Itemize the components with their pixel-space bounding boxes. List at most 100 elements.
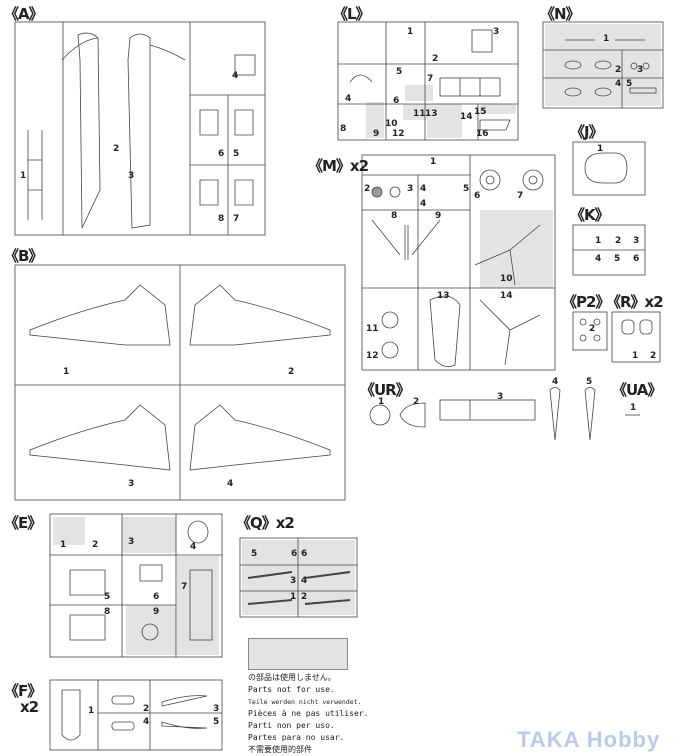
part-number-B: 1 [63, 367, 70, 377]
sprue-P2-label: 《P2》 [562, 293, 610, 311]
part-number-M: 2 [364, 184, 371, 194]
part-number-K: 1 [595, 236, 602, 246]
part-number-L: 5 [396, 67, 403, 77]
sprue-N-label: 《N》 [540, 5, 581, 23]
part-number-F: 3 [213, 704, 220, 714]
part-number-M: 13 [437, 291, 450, 301]
sprue-M-frame [361, 154, 556, 371]
part-number-L: 6 [393, 96, 400, 106]
part-number-M: 8 [391, 211, 398, 221]
part-number-A: 6 [218, 149, 225, 159]
part-number-A: 2 [113, 144, 120, 154]
part-number-K: 3 [633, 236, 640, 246]
part-number-M: 7 [517, 191, 524, 201]
part-number-L: 14 [460, 112, 473, 122]
part-number-M: 3 [407, 184, 414, 194]
sprue-L-label: 《L》 [333, 5, 371, 23]
sprue-E-label: 《E》 [4, 514, 42, 532]
part-number-K: 5 [614, 254, 621, 264]
part-number-K: 4 [595, 254, 602, 264]
part-number-E: 1 [60, 540, 67, 550]
part-number-M: 4 [420, 184, 427, 194]
unused-areas [53, 24, 661, 655]
part-number-M: 11 [366, 324, 379, 334]
sprue-R-label: 《R》x2 [606, 293, 664, 311]
part-number-N: 2 [615, 65, 622, 75]
part-number-B: 4 [227, 479, 234, 489]
part-number-L: 11 [413, 109, 426, 119]
part-number-E: 3 [128, 537, 135, 547]
sprue-UA-label: 《UA》 [612, 381, 662, 399]
part-number-E: 9 [153, 607, 160, 617]
legend-zh: 不需要使用的部件 [248, 745, 312, 754]
part-number-F: 2 [143, 704, 150, 714]
part-number-M: 9 [435, 211, 442, 221]
part-number-E: 4 [190, 542, 197, 552]
legend-it: Parti non per uso. [248, 721, 335, 730]
part-number-L: 7 [427, 74, 434, 84]
part-number-M: 4 [420, 199, 427, 209]
part-number-A: 7 [233, 214, 240, 224]
part-number-L: 3 [493, 27, 500, 37]
part-number-L: 12 [392, 129, 405, 139]
part-number-N: 1 [603, 34, 610, 44]
part-number-M: 1 [430, 157, 437, 167]
part-number-L: 2 [432, 54, 439, 64]
legend-fr: Pièces à ne pas utiliser. [248, 709, 369, 718]
part-number-F: 5 [213, 717, 220, 727]
unused-parts-legend: の部品は使用しません。 Parts not for use. Teile wer… [248, 672, 368, 756]
sprue-Q-frame [239, 537, 358, 618]
sprue-E-frame [49, 513, 223, 658]
part-number-J: 1 [597, 144, 604, 154]
part-number-L: 10 [385, 119, 398, 129]
part-number-L: 8 [340, 124, 347, 134]
sprue-F-qty: x2 [20, 698, 39, 716]
sprue-UR-label: 《UR》 [360, 381, 411, 399]
legend-en: Parts not for use. [248, 685, 335, 694]
part-number-M: 5 [463, 184, 470, 194]
part-number-UR: 4 [552, 377, 559, 387]
part-number-K: 6 [633, 254, 640, 264]
part-number-N: 3 [637, 65, 644, 75]
sprue-N-frame [542, 21, 664, 109]
watermark: TAKA Hobby [517, 727, 661, 752]
part-number-A: 1 [20, 171, 27, 181]
legend-de: Teile werden nicht verwendet. [248, 698, 362, 706]
legend-ja: の部品は使用しません。 [248, 673, 336, 682]
part-number-Q: 2 [301, 592, 308, 602]
part-number-L: 1 [407, 27, 414, 37]
sprue-L-frame [337, 21, 519, 141]
sprue-Q-label: 《Q》x2 [236, 514, 295, 532]
sprue-B-frame [14, 264, 346, 501]
part-number-E: 2 [92, 540, 99, 550]
part-number-L: 13 [425, 109, 438, 119]
part-number-L: 9 [373, 129, 380, 139]
part-number-E: 8 [104, 607, 111, 617]
part-number-M: 10 [500, 274, 513, 284]
clear-parts-UR [369, 387, 596, 441]
part-number-UR: 1 [378, 397, 385, 407]
part-number-E: 6 [153, 592, 160, 602]
sprue-F-frame [49, 679, 223, 751]
part-number-N: 4 [615, 79, 622, 89]
sprue-R-frame [611, 311, 661, 363]
part-number-M: 6 [474, 191, 481, 201]
part-number-A: 8 [218, 214, 225, 224]
sprue-A-frame [14, 21, 266, 236]
part-number-UR: 5 [586, 377, 593, 387]
part-number-UR: 3 [497, 392, 504, 402]
legend-es: Partes para no usar. [248, 733, 345, 742]
part-number-K: 2 [615, 236, 622, 246]
sprue-J-label: 《J》 [570, 123, 604, 141]
part-number-Q: 6 [291, 549, 298, 559]
part-number-F: 4 [143, 717, 150, 727]
part-number-UR: 2 [413, 397, 420, 407]
part-number-B: 3 [128, 479, 135, 489]
sprue-K-frame [572, 224, 646, 276]
part-number-N: 5 [626, 79, 633, 89]
part-number-E: 7 [181, 582, 188, 592]
sprue-M-label: 《M》x2 [308, 157, 369, 175]
part-number-R: 2 [650, 351, 657, 361]
sprue-B-label: 《B》 [4, 247, 43, 265]
